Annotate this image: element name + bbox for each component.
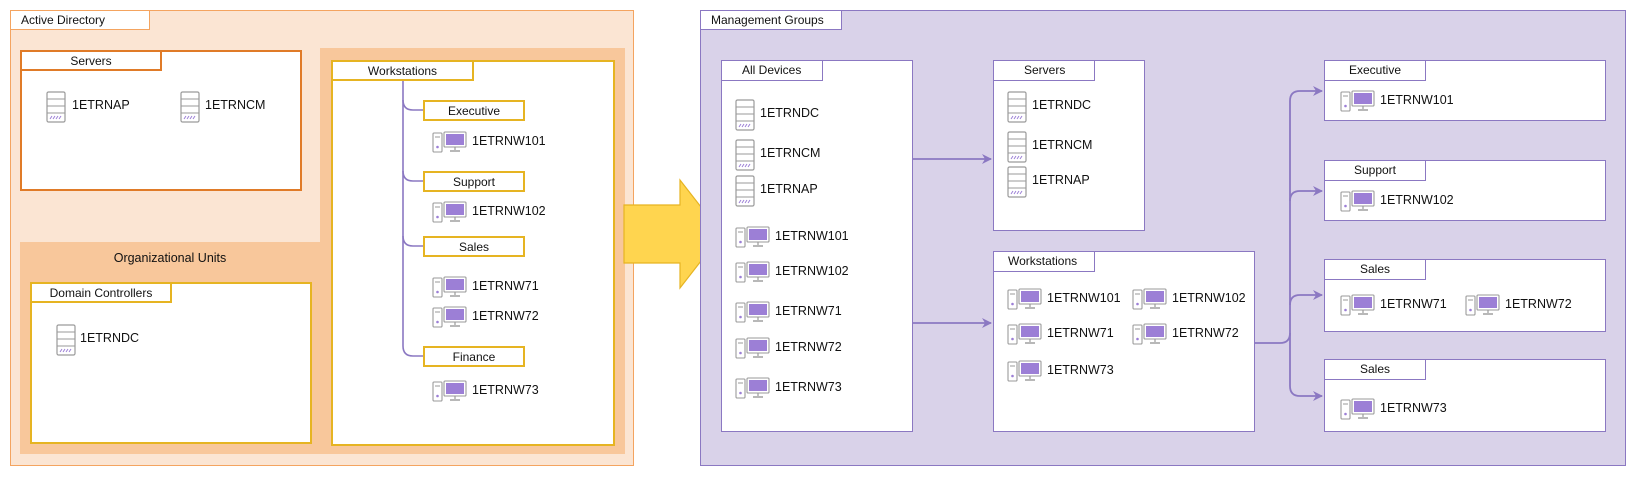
server-icon xyxy=(1007,91,1027,126)
active-directory-title: Active Directory xyxy=(10,10,150,30)
server-icon xyxy=(180,91,200,126)
all-devices-item: 1ETRNW71 xyxy=(775,304,842,318)
mg-workstations-item: 1ETRNW71 xyxy=(1047,326,1114,340)
ad-server-name: 1ETRNAP xyxy=(72,98,130,112)
workstation-icon xyxy=(1340,398,1376,423)
ou-sales-label: Sales xyxy=(423,236,525,257)
workstation-icon xyxy=(735,337,771,362)
all-devices-item: 1ETRNDC xyxy=(760,106,820,120)
mg-servers-label: Servers xyxy=(993,60,1095,81)
all-devices-item: 1ETRNCM xyxy=(760,146,821,160)
ou-sales-item: 1ETRNW72 xyxy=(472,309,539,323)
mg-workstations-item: 1ETRNW102 xyxy=(1172,291,1246,305)
all-devices-item: 1ETRNW73 xyxy=(775,380,842,394)
workstation-icon xyxy=(735,261,771,286)
ou-finance-label: Finance xyxy=(423,346,525,367)
workstation-icon xyxy=(432,131,468,156)
workstation-icon xyxy=(1340,294,1376,319)
server-icon xyxy=(1007,131,1027,166)
mg-support-label: Support xyxy=(1324,160,1426,181)
mg-sales-item: 1ETRNW71 xyxy=(1380,297,1447,311)
workstation-icon xyxy=(1132,288,1168,313)
management-groups-title: Management Groups xyxy=(700,10,842,30)
ou-support-label: Support xyxy=(423,171,525,192)
mg-workstations-item: 1ETRNW101 xyxy=(1047,291,1121,305)
ad-servers-label: Servers xyxy=(20,50,162,71)
mg-sales-label: Sales xyxy=(1324,259,1426,280)
workstation-icon xyxy=(1340,90,1376,115)
organizational-units-title: Organizational Units xyxy=(113,251,227,265)
workstation-icon xyxy=(432,276,468,301)
mg-executive-label: Executive xyxy=(1324,60,1426,81)
ad-workstations-label: Workstations xyxy=(331,60,474,81)
workstation-icon xyxy=(432,380,468,405)
ad-servers-box xyxy=(20,50,302,191)
ou-finance-item: 1ETRNW73 xyxy=(472,383,539,397)
mg-workstations-box xyxy=(993,251,1255,432)
server-icon xyxy=(56,324,76,359)
workstation-icon xyxy=(1132,323,1168,348)
domain-controllers-label: Domain Controllers xyxy=(30,282,172,303)
mg-servers-item: 1ETRNDC xyxy=(1032,98,1092,112)
all-devices-item: 1ETRNAP xyxy=(760,182,818,196)
server-icon xyxy=(46,91,66,126)
ou-sales-item: 1ETRNW71 xyxy=(472,279,539,293)
mg-executive-item: 1ETRNW101 xyxy=(1380,93,1454,107)
workstation-icon xyxy=(735,301,771,326)
all-devices-item: 1ETRNW102 xyxy=(775,264,849,278)
mg-servers-item: 1ETRNAP xyxy=(1032,173,1090,187)
workstation-icon xyxy=(1007,360,1043,385)
ou-executive-item: 1ETRNW101 xyxy=(472,134,546,148)
all-devices-item: 1ETRNW72 xyxy=(775,340,842,354)
ou-executive-label: Executive xyxy=(423,100,525,121)
server-icon xyxy=(1007,166,1027,201)
server-icon xyxy=(735,175,755,210)
mg-servers-item: 1ETRNCM xyxy=(1032,138,1093,152)
server-icon xyxy=(735,99,755,134)
dc-server-name: 1ETRNDC xyxy=(80,331,140,345)
workstation-icon xyxy=(1465,294,1501,319)
workstation-icon xyxy=(432,306,468,331)
workstation-icon xyxy=(1340,190,1376,215)
workstation-icon xyxy=(735,226,771,251)
workstation-icon xyxy=(1007,288,1043,313)
mg-support-item: 1ETRNW102 xyxy=(1380,193,1454,207)
workstation-icon xyxy=(1007,323,1043,348)
ad-server-name: 1ETRNCM xyxy=(205,98,266,112)
all-devices-label: All Devices xyxy=(721,60,823,81)
all-devices-item: 1ETRNW101 xyxy=(775,229,849,243)
workstation-icon xyxy=(735,377,771,402)
workstation-icon xyxy=(432,201,468,226)
mg-workstations-item: 1ETRNW73 xyxy=(1047,363,1114,377)
mg-sales-item: 1ETRNW72 xyxy=(1505,297,1572,311)
server-icon xyxy=(735,139,755,174)
domain-controllers-box xyxy=(30,282,312,444)
mg-workstations-label: Workstations xyxy=(993,251,1095,272)
mg-sales-2-item: 1ETRNW73 xyxy=(1380,401,1447,415)
mg-sales-2-label: Sales xyxy=(1324,359,1426,380)
mg-workstations-item: 1ETRNW72 xyxy=(1172,326,1239,340)
ou-support-item: 1ETRNW102 xyxy=(472,204,546,218)
